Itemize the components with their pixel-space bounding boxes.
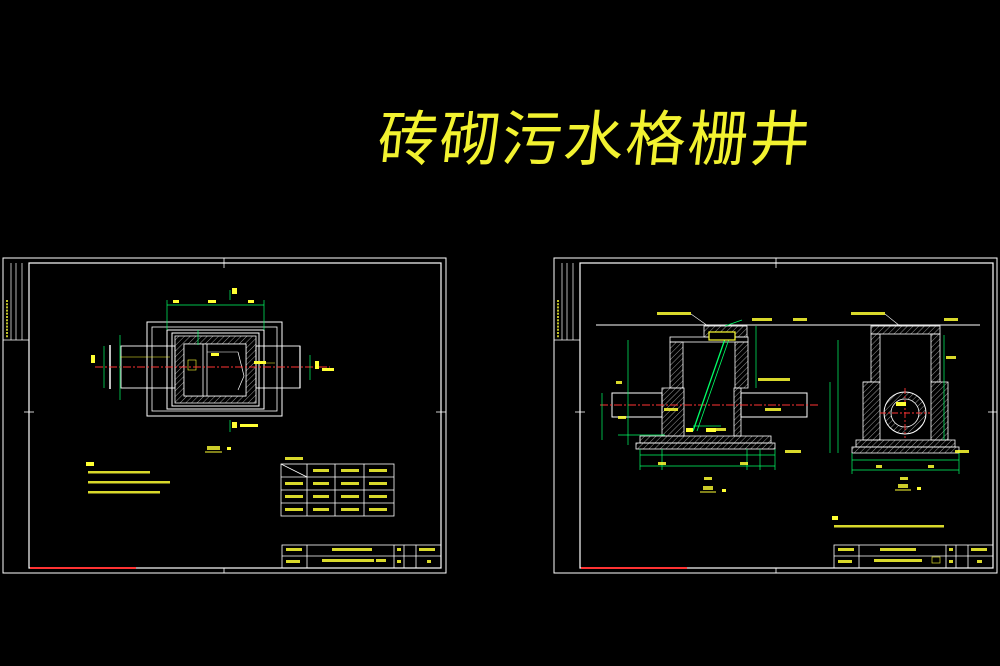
title-block-right	[833, 544, 994, 569]
binding-strip	[3, 263, 29, 341]
title-block-left	[281, 544, 442, 569]
section-view-1	[600, 319, 818, 493]
section-view-2	[829, 325, 969, 491]
sheet-left	[2, 257, 447, 574]
drawing-frame	[579, 262, 994, 569]
sheet-right	[553, 257, 998, 574]
sheet-border	[2, 257, 447, 574]
plan-view	[91, 288, 334, 453]
notes-block	[86, 462, 170, 494]
binding-strip	[554, 263, 580, 341]
notes-block	[832, 516, 944, 528]
sheet-border	[553, 257, 998, 574]
drawing-frame	[28, 262, 442, 569]
dimension-table	[280, 463, 395, 517]
